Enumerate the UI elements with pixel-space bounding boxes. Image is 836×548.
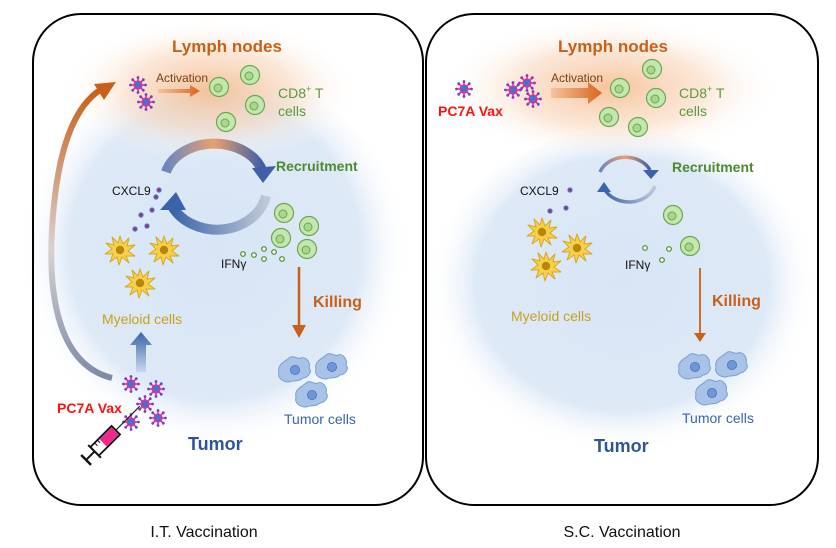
cd8-text: CD8	[278, 85, 306, 101]
tumor-label: Tumor	[594, 436, 649, 456]
t-cell-icon	[298, 215, 320, 237]
vax-particle-icon	[148, 408, 168, 428]
cd8-text: CD8	[679, 85, 707, 101]
t-cell-icon	[296, 238, 318, 260]
t-cell-icon	[273, 202, 295, 224]
cd8-superscript: +	[306, 84, 311, 94]
cycle-arrow-bottom	[603, 185, 657, 204]
ifng-dot	[279, 256, 285, 262]
ifng-dot	[271, 249, 277, 255]
ifng-dot	[261, 246, 267, 252]
t-cell-icon	[645, 87, 667, 109]
pc7a-vax-label: PC7A Vax	[57, 400, 122, 416]
t-cell-icon	[239, 64, 261, 86]
t-cell-icon	[270, 227, 292, 249]
vax-particle-icon	[523, 89, 543, 109]
cd8-label: CD8+ T	[679, 84, 725, 101]
cycle-arrow-top	[161, 138, 267, 174]
killing-arrow-head	[292, 325, 306, 338]
activation-arrow	[551, 82, 602, 104]
vax-particle-icon	[121, 374, 141, 394]
t-cell-icon	[598, 106, 620, 128]
t-cell-icon	[679, 235, 701, 257]
cd8-cells-label: cells	[278, 103, 306, 119]
cd8-superscript: +	[707, 84, 712, 94]
cycle-arrow-bottom-head	[160, 192, 186, 210]
cd8-suffix: T	[712, 85, 725, 101]
cycle-arrow-bottom-head	[597, 182, 611, 192]
cxcl9-label: CXCL9	[112, 184, 151, 198]
tumor-cells-label: Tumor cells	[682, 410, 754, 426]
vax-particle-icon	[146, 379, 166, 399]
tumor-label: Tumor	[188, 434, 243, 454]
caption-sc-vaccination: S.C. Vaccination	[563, 524, 680, 541]
t-cell-icon	[627, 116, 649, 138]
cycle-arrow-bottom	[167, 194, 271, 235]
recruitment-label: Recruitment	[672, 159, 754, 175]
t-cell-icon	[609, 77, 631, 99]
caption-it-vaccination: I.T. Vaccination	[150, 524, 257, 541]
cxcl9-dot	[144, 223, 150, 229]
cycle-arrow-top-head	[252, 166, 276, 183]
recruitment-label: Recruitment	[276, 158, 358, 174]
vax-particle-icon	[454, 79, 474, 99]
t-cell-icon	[244, 94, 266, 116]
killing-label: Killing	[313, 294, 362, 311]
syringe-icon	[80, 405, 141, 466]
myeloid-activation-arrow	[130, 332, 152, 372]
cd8-cells-label: cells	[679, 103, 707, 119]
cxcl9-label: CXCL9	[520, 184, 559, 198]
lymph-nodes-title: Lymph nodes	[172, 37, 282, 56]
ifng-dot	[642, 245, 648, 251]
lymph-nodes-title: Lymph nodes	[558, 37, 668, 56]
killing-label: Killing	[712, 293, 761, 310]
panel-sc: Lymph nodes PC7A Vax Activation CD8+ T c…	[425, 13, 819, 541]
t-cell-icon	[208, 76, 230, 98]
panel-frame	[425, 13, 819, 506]
cd8-suffix: T	[311, 85, 324, 101]
cycle-arrow-top-head	[643, 170, 659, 179]
myeloid-cells-label: Myeloid cells	[511, 308, 591, 324]
ifng-label: IFNγ	[625, 258, 650, 272]
cxcl9-dot	[153, 194, 159, 200]
vax-particle-icon	[135, 394, 155, 414]
cxcl9-dot	[156, 187, 162, 193]
ifng-dot	[261, 256, 267, 262]
activation-label: Activation	[551, 71, 603, 85]
tumor-region	[20, 70, 410, 470]
cxcl9-dot	[563, 205, 569, 211]
tumor-cells-label: Tumor cells	[284, 411, 356, 427]
myeloid-cells-label: Myeloid cells	[102, 311, 182, 327]
panel-frame	[32, 13, 424, 506]
cxcl9-dot	[547, 208, 553, 214]
t-cell-icon	[662, 204, 684, 226]
pc7a-vax-label: PC7A Vax	[438, 103, 503, 119]
cxcl9-dot	[567, 187, 573, 193]
ifng-dot	[659, 257, 665, 263]
killing-arrow-head	[694, 333, 706, 342]
ifng-label: IFNγ	[221, 257, 246, 271]
vax-particle-icon	[128, 75, 148, 95]
vax-particle-icon	[136, 92, 156, 112]
ifng-dot	[666, 246, 672, 252]
vax-particle-icon	[517, 73, 537, 93]
t-cell-icon	[641, 58, 663, 80]
ifng-dot	[240, 251, 246, 257]
t-cell-icon	[215, 111, 237, 133]
long-arrow-head	[94, 82, 116, 100]
long-transport-arrow	[48, 87, 113, 381]
activation-label: Activation	[156, 71, 208, 85]
cd8-label: CD8+ T	[278, 84, 324, 101]
panel-it: Lymph nodes Activation CD8+ T cells Recr…	[20, 13, 424, 541]
cxcl9-dot	[138, 212, 144, 218]
ifng-dot	[251, 252, 257, 258]
cycle-arrow-top	[598, 155, 652, 173]
activation-arrow	[158, 85, 200, 97]
cxcl9-dot	[149, 207, 155, 213]
cxcl9-dot	[132, 226, 138, 232]
